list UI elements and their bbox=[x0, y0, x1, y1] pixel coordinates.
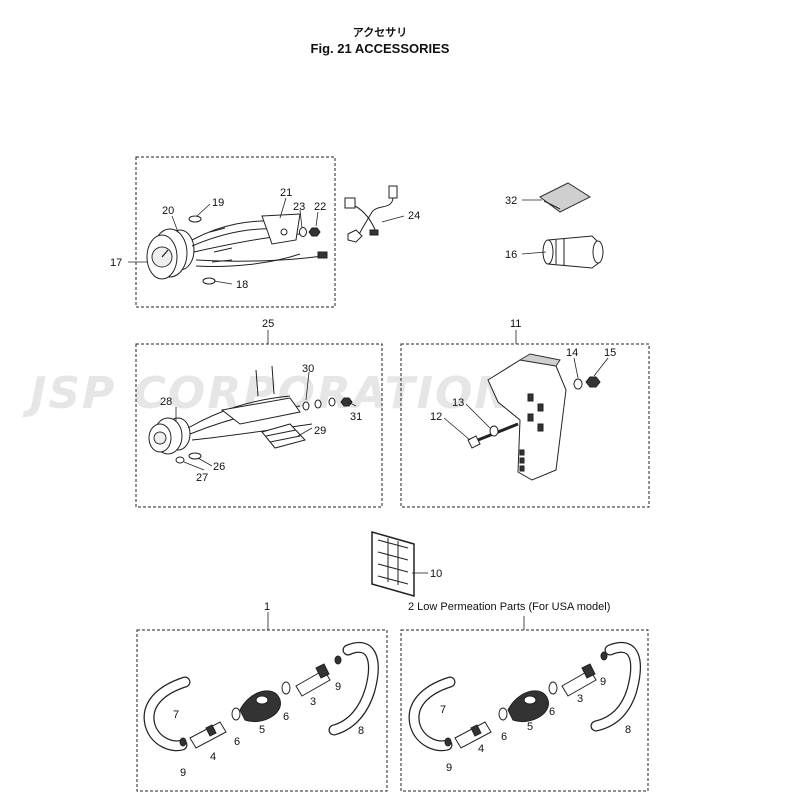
primer-bulb-5-icon bbox=[239, 690, 281, 722]
callout-11: 11 bbox=[510, 318, 521, 330]
tachometer-gauge-icon bbox=[148, 365, 313, 455]
clip-18-icon bbox=[202, 277, 216, 285]
caution-label-10-icon bbox=[371, 531, 415, 597]
lp-clamp-6b-icon bbox=[548, 681, 558, 695]
fuel-hose-8-icon bbox=[328, 642, 379, 736]
nut-31-icon bbox=[340, 397, 353, 407]
fuel-connector-4-icon bbox=[189, 721, 227, 749]
callout-8: 8 bbox=[625, 724, 631, 736]
callout-8: 8 bbox=[358, 725, 364, 737]
callout-25: 25 bbox=[262, 318, 274, 330]
callout-4: 4 bbox=[210, 751, 216, 763]
nut-22-icon bbox=[308, 227, 321, 237]
callout-9: 9 bbox=[600, 676, 606, 688]
caption-low-permeation: 2 Low Permeation Parts (For USA model) bbox=[408, 601, 610, 613]
callout-4: 4 bbox=[478, 743, 484, 755]
callout-6: 6 bbox=[283, 711, 289, 723]
callout-12: 12 bbox=[430, 411, 442, 423]
group-box-1 bbox=[136, 629, 388, 792]
speedometer-gauge-icon bbox=[146, 220, 323, 280]
callout-9: 9 bbox=[446, 762, 452, 774]
callout-3: 3 bbox=[310, 696, 316, 708]
callout-numbers: 17 20 19 21 23 22 24 18 32 16 25 30 28 3… bbox=[110, 187, 631, 779]
callout-1: 1 bbox=[264, 601, 270, 613]
mounting-bracket-icon bbox=[487, 353, 567, 481]
lp-clip-9a-icon bbox=[444, 737, 452, 747]
clamp-6b-icon bbox=[281, 681, 291, 695]
callout-9: 9 bbox=[335, 681, 341, 693]
figure-title-japanese: アクセサリ bbox=[352, 26, 408, 39]
washer-14-icon bbox=[573, 378, 583, 390]
connector-icon bbox=[317, 251, 328, 259]
lp-primer-bulb-5-icon bbox=[507, 690, 549, 722]
callout-31: 31 bbox=[350, 411, 362, 423]
group-box-11 bbox=[400, 343, 650, 508]
callout-6: 6 bbox=[234, 736, 240, 748]
washers-30-icon bbox=[302, 397, 336, 411]
clip-27-icon bbox=[175, 456, 185, 464]
callout-26: 26 bbox=[213, 461, 225, 473]
callout-23: 23 bbox=[293, 201, 305, 213]
nut-15-icon bbox=[585, 376, 601, 388]
lp-fuel-hose-7-icon bbox=[408, 676, 456, 752]
group-box-17 bbox=[135, 156, 336, 308]
callout-3: 3 bbox=[577, 693, 583, 705]
lp-clamp-6a-icon bbox=[498, 707, 508, 721]
lp-fuel-hose-8-icon bbox=[590, 642, 641, 732]
callout-16: 16 bbox=[505, 249, 517, 261]
clip-19-icon bbox=[188, 215, 202, 223]
lp-fuel-connector-4-icon bbox=[454, 721, 492, 749]
callout-10: 10 bbox=[430, 568, 442, 580]
callout-29: 29 bbox=[314, 425, 326, 437]
plate-29-icon bbox=[261, 423, 306, 449]
clip-9a-icon bbox=[179, 737, 187, 747]
lp-clip-9b-icon bbox=[600, 651, 608, 661]
callout-28: 28 bbox=[160, 396, 172, 408]
hose-fitting-16-icon bbox=[542, 235, 604, 269]
bracket-21-icon bbox=[261, 213, 301, 245]
plate-32-icon bbox=[539, 182, 592, 213]
callout-13: 13 bbox=[452, 397, 464, 409]
callout-22: 22 bbox=[314, 201, 326, 213]
group-box-2 bbox=[400, 629, 649, 792]
callout-14: 14 bbox=[566, 347, 578, 359]
clamp-6a-icon bbox=[231, 707, 241, 721]
callout-20: 20 bbox=[162, 205, 174, 217]
callout-9: 9 bbox=[180, 767, 186, 779]
callout-21: 21 bbox=[280, 187, 292, 199]
fuel-connector-3-icon bbox=[295, 663, 331, 697]
clip-9b-icon bbox=[334, 655, 342, 665]
callout-30: 30 bbox=[302, 363, 314, 375]
leader-lines bbox=[128, 197, 609, 630]
callout-27: 27 bbox=[196, 472, 208, 484]
callout-7: 7 bbox=[440, 704, 446, 716]
callout-6: 6 bbox=[501, 731, 507, 743]
callout-5: 5 bbox=[259, 724, 265, 736]
harness-24-icon bbox=[344, 185, 398, 243]
callout-18: 18 bbox=[236, 279, 248, 291]
lp-fuel-connector-3-icon bbox=[561, 663, 597, 697]
callout-15: 15 bbox=[604, 347, 616, 359]
fuel-hose-7-icon bbox=[143, 676, 191, 752]
callout-6: 6 bbox=[549, 706, 555, 718]
figure-title: Fig. 21 ACCESSORIES bbox=[310, 41, 450, 56]
clip-26-icon bbox=[188, 452, 202, 460]
callout-32: 32 bbox=[505, 195, 517, 207]
group-box-25 bbox=[135, 343, 383, 508]
callout-24: 24 bbox=[408, 210, 420, 222]
callout-19: 19 bbox=[212, 197, 224, 209]
washer-23-icon bbox=[299, 227, 307, 237]
washer-13-icon bbox=[489, 425, 499, 437]
callout-17: 17 bbox=[110, 257, 122, 269]
callout-5: 5 bbox=[527, 721, 533, 733]
callout-7: 7 bbox=[173, 709, 179, 721]
